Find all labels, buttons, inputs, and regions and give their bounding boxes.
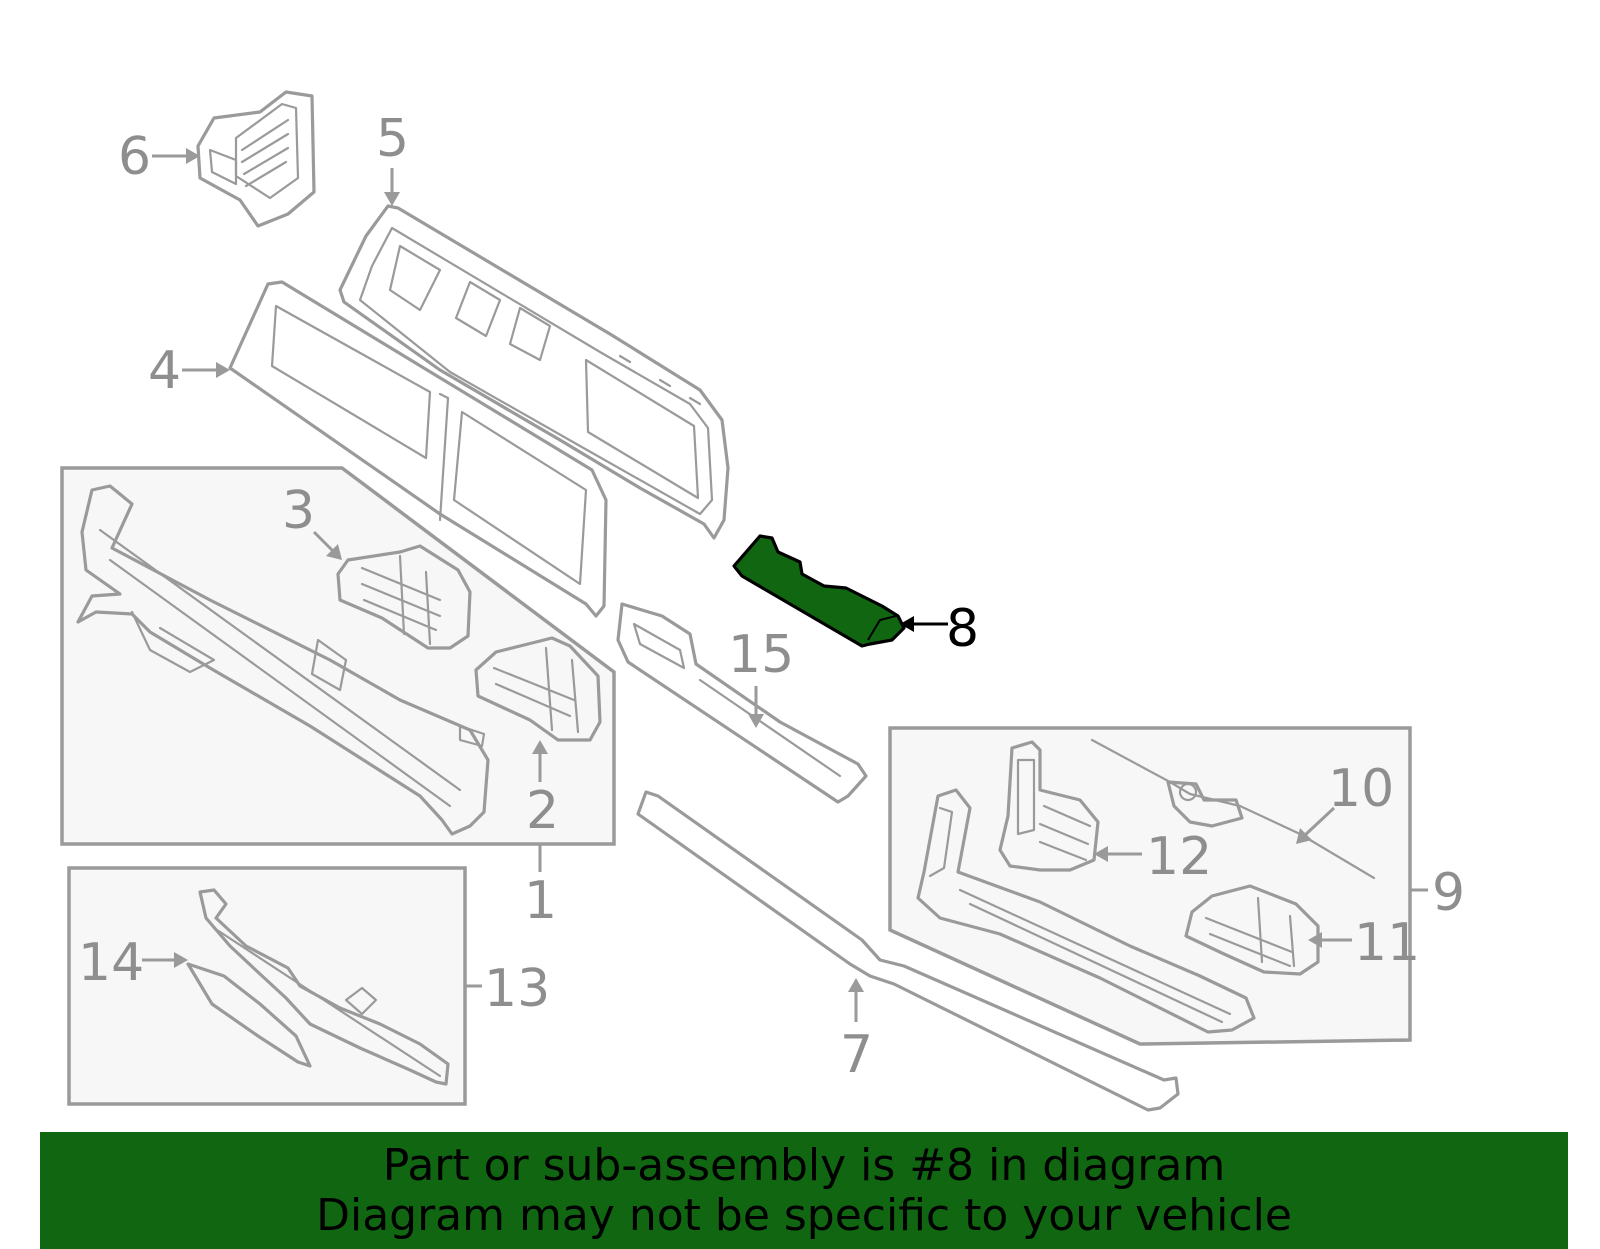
callout-7: 7: [840, 1025, 873, 1085]
callout-15: 15: [728, 625, 794, 685]
subassembly-box-9: [888, 726, 1412, 1046]
leader-lines: [142, 148, 1428, 1022]
part-8-highlighted[interactable]: [732, 534, 906, 648]
part-10-cable: [1090, 738, 1376, 880]
part-9-lower-panel: [916, 788, 1256, 1034]
part-2-center-vent: [474, 636, 602, 742]
part-15-trim-strip: [616, 602, 868, 804]
part-5-upper-frame: [338, 204, 730, 540]
part-3-center-vent: [336, 544, 472, 650]
subassembly-box-1: [60, 466, 616, 846]
callout-14: 14: [78, 933, 144, 993]
callout-4: 4: [148, 341, 181, 401]
callout-2: 2: [526, 781, 559, 841]
callout-11: 11: [1354, 913, 1420, 973]
part-6-side-vent: [196, 90, 316, 228]
banner-line-2: Diagram may not be specific to your vehi…: [316, 1189, 1292, 1241]
part-12-side-vent: [998, 740, 1100, 872]
callout-3: 3: [282, 481, 315, 541]
part-4-display-trim: [228, 280, 608, 618]
part-11-vent: [1184, 884, 1320, 976]
callout-8[interactable]: 8: [946, 599, 979, 659]
callout-12: 12: [1146, 827, 1212, 887]
callout-1: 1: [524, 871, 557, 931]
callout-9: 9: [1432, 863, 1465, 923]
banner-line-1: Part or sub-assembly is #8 in diagram: [382, 1139, 1226, 1191]
callout-13: 13: [484, 959, 550, 1019]
part-14-trim-strip: [186, 962, 312, 1068]
leader-8: [900, 616, 948, 632]
callout-6: 6: [118, 127, 151, 187]
part-13-glovebox-trim: [198, 888, 450, 1086]
info-banner: Part or sub-assembly is #8 in diagram Di…: [40, 1132, 1568, 1249]
part-7-lower-trim: [636, 790, 1180, 1112]
callout-10: 10: [1328, 759, 1394, 819]
callout-5: 5: [376, 109, 409, 169]
part-1-dash-carrier: [76, 484, 490, 836]
